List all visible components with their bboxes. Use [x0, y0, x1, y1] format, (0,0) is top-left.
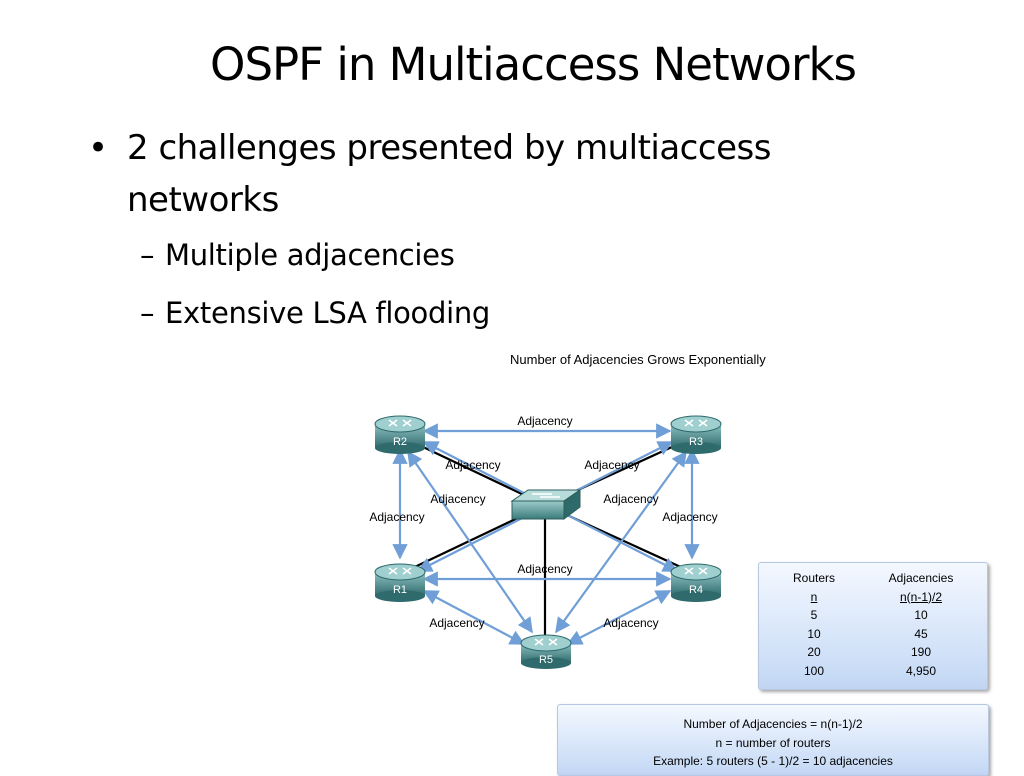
adjacency-label: Adjacency — [662, 510, 717, 524]
table-cell: 45 — [914, 626, 928, 641]
router-label-r2: R2 — [393, 436, 407, 448]
sub-bullet-dash: – — [140, 296, 155, 330]
formula-line: Number of Adjacencies = n(n-1)/2 — [683, 717, 863, 731]
adjacency-label: Adjacency — [429, 616, 484, 630]
switch-icon — [510, 489, 582, 520]
figure-title: Number of Adjacencies Grows Exponentiall… — [510, 352, 766, 367]
sub-bullet-adjacencies: – Multiple adjacencies — [86, 226, 906, 284]
adjacency-table: Routers n 5 10 20 100 Adjacencies n(n-1)… — [758, 562, 988, 690]
bullet-main-text: 2 challenges presented by multiaccess ne… — [127, 128, 771, 220]
table-formula-cell: n — [810, 589, 818, 604]
adjacency-label: Adjacency — [603, 492, 658, 506]
router-icon — [374, 563, 426, 602]
slide-title: OSPF in Multiaccess Networks — [210, 38, 857, 91]
sub-bullet-text: Multiple adjacencies — [165, 238, 455, 272]
adjacency-label: Adjacency — [603, 616, 658, 630]
formula-line: Example: 5 routers (5 - 1)/2 = 10 adjace… — [653, 754, 893, 768]
table-cell: 100 — [803, 663, 825, 678]
table-cell: 10 — [807, 626, 821, 641]
table-cell: 10 — [914, 608, 928, 622]
router-icon — [520, 634, 572, 669]
router-icon — [670, 563, 722, 602]
router-label-r1: R1 — [393, 584, 407, 596]
table-cell: 20 — [807, 645, 821, 659]
bullet-dot: • — [88, 128, 108, 168]
table-column-adjacencies: Adjacencies n(n-1)/2 10 45 190 4,950 — [877, 569, 965, 680]
table-header: Routers — [792, 571, 836, 585]
formula-box: Number of Adjacencies = n(n-1)/2 n = num… — [557, 704, 989, 776]
adjacency-label: Adjacency — [517, 414, 572, 428]
sub-bullet-text: Extensive LSA flooding — [165, 296, 491, 330]
sub-bullet-dash: – — [140, 238, 155, 272]
router-label-r3: R3 — [689, 436, 703, 448]
bullet-list: • 2 challenges presented by multiaccess … — [86, 122, 906, 342]
sub-bullet-lsa: – Extensive LSA flooding — [86, 284, 906, 342]
table-formula-cell: n(n-1)/2 — [899, 589, 943, 604]
adjacency-label: Adjacency — [369, 510, 424, 524]
adjacency-label: Adjacency — [517, 562, 572, 576]
adjacency-label: Adjacency — [445, 458, 500, 472]
table-cell: 5 — [810, 608, 818, 622]
router-label-r5: R5 — [539, 654, 553, 666]
router-icon — [670, 415, 722, 454]
table-header: Adjacencies — [888, 571, 954, 585]
formula-line: n = number of routers — [715, 735, 831, 750]
adjacency-label: Adjacency — [430, 492, 485, 506]
router-icon — [374, 415, 426, 454]
table-column-routers: Routers n 5 10 20 100 — [781, 569, 847, 680]
adjacency-label: Adjacency — [584, 458, 639, 472]
table-cell: 190 — [910, 645, 932, 659]
router-label-r4: R4 — [689, 584, 703, 596]
table-cell: 4,950 — [905, 663, 937, 678]
bullet-main: • 2 challenges presented by multiaccess … — [86, 122, 906, 226]
